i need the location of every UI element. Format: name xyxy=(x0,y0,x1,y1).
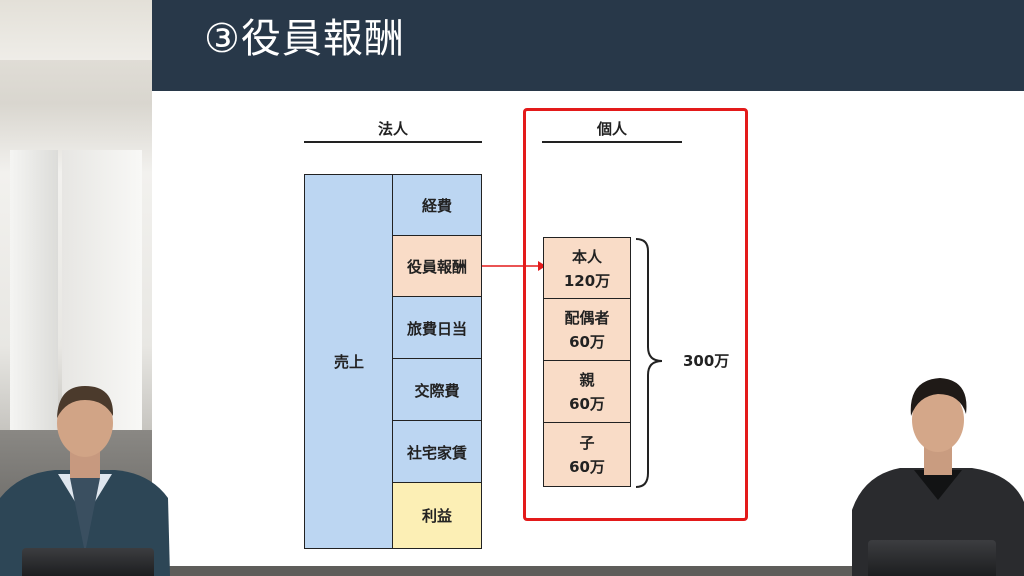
expense-box: 経費 xyxy=(392,174,482,237)
individual-parent-name: 親 xyxy=(579,371,595,389)
individual-spouse-box: 配偶者 60万 xyxy=(543,298,631,362)
ceiling xyxy=(0,0,152,60)
sales-label: 売上 xyxy=(333,353,364,371)
individual-heading-underline xyxy=(542,141,682,143)
profit-box: 利益 xyxy=(392,482,482,549)
slide-title: ③役員報酬 xyxy=(204,16,405,62)
individual-heading: 個人 xyxy=(596,120,627,138)
studio-floor xyxy=(152,566,1024,576)
individual-self-amount: 120万 xyxy=(563,271,611,290)
profit-label: 利益 xyxy=(421,507,452,525)
wall-panel xyxy=(10,150,58,450)
individual-parent-box: 親 60万 xyxy=(543,360,631,424)
individual-parent-amount: 60万 xyxy=(569,395,605,413)
company-housing-rent-box: 社宅家賃 xyxy=(392,420,482,484)
right-brace-icon xyxy=(635,238,663,488)
travel-allowance-label: 旅費日当 xyxy=(406,319,467,338)
individual-child-box: 子 60万 xyxy=(543,422,631,487)
laptop-right xyxy=(868,540,996,576)
presenter-left xyxy=(0,386,170,576)
entertainment-expense-box: 交際費 xyxy=(392,358,482,422)
laptop-left xyxy=(22,548,154,576)
slide-header: ③役員報酬 xyxy=(152,0,1024,91)
individual-self-box: 本人 120万 xyxy=(543,237,631,300)
executive-remuneration-label: 役員報酬 xyxy=(406,258,467,276)
travel-allowance-box: 旅費日当 xyxy=(392,296,482,360)
sales-box: 売上 xyxy=(304,174,394,549)
individual-spouse-amount: 60万 xyxy=(569,333,605,351)
company-housing-rent-label: 社宅家賃 xyxy=(406,443,467,462)
corporate-heading-underline xyxy=(304,141,482,143)
individual-child-amount: 60万 xyxy=(569,457,605,476)
individual-self-name: 本人 xyxy=(571,247,602,266)
executive-remuneration-box: 役員報酬 xyxy=(392,235,482,298)
expense-label: 経費 xyxy=(421,197,452,215)
individual-spouse-name: 配偶者 xyxy=(564,309,610,327)
transfer-arrow xyxy=(482,261,546,271)
corporate-heading: 法人 xyxy=(377,120,408,138)
individual-child-name: 子 xyxy=(579,433,595,452)
entertainment-expense-label: 交際費 xyxy=(414,381,460,400)
individual-total: 300万 xyxy=(683,352,730,370)
individual-highlight-frame xyxy=(523,108,748,521)
